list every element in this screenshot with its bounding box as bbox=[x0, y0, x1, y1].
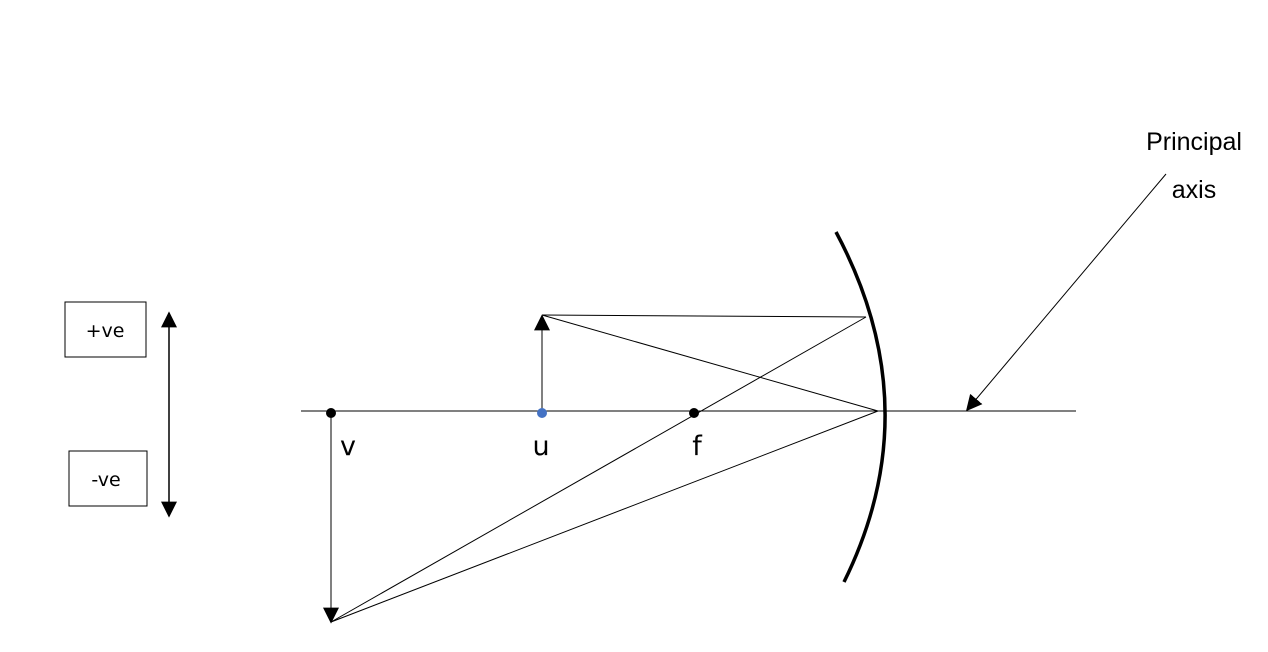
negative-sign-box bbox=[68, 450, 148, 507]
ray-to-pole bbox=[541, 314, 879, 412]
negative-sign-label: -ve bbox=[91, 469, 120, 491]
object-point-dot bbox=[537, 408, 547, 418]
concave-mirror bbox=[834, 231, 887, 583]
positive-sign-label: +ve bbox=[86, 320, 125, 342]
principal-axis-caption-line1: Principal bbox=[1146, 128, 1242, 156]
ray-parallel bbox=[541, 314, 867, 318]
principal-axis-caption-line2: axis bbox=[1172, 176, 1216, 204]
image-point-dot bbox=[326, 408, 336, 418]
focal-point-label: f bbox=[692, 431, 703, 462]
principal-axis-pointer-arrow bbox=[965, 173, 1167, 412]
ray-reflected-from-pole bbox=[330, 410, 879, 623]
positive-sign-box bbox=[64, 301, 147, 358]
image-distance-label: v bbox=[340, 431, 356, 462]
object-distance-label: u bbox=[532, 431, 549, 462]
focus-point-dot bbox=[689, 408, 699, 418]
ray-through-focus bbox=[330, 316, 867, 623]
